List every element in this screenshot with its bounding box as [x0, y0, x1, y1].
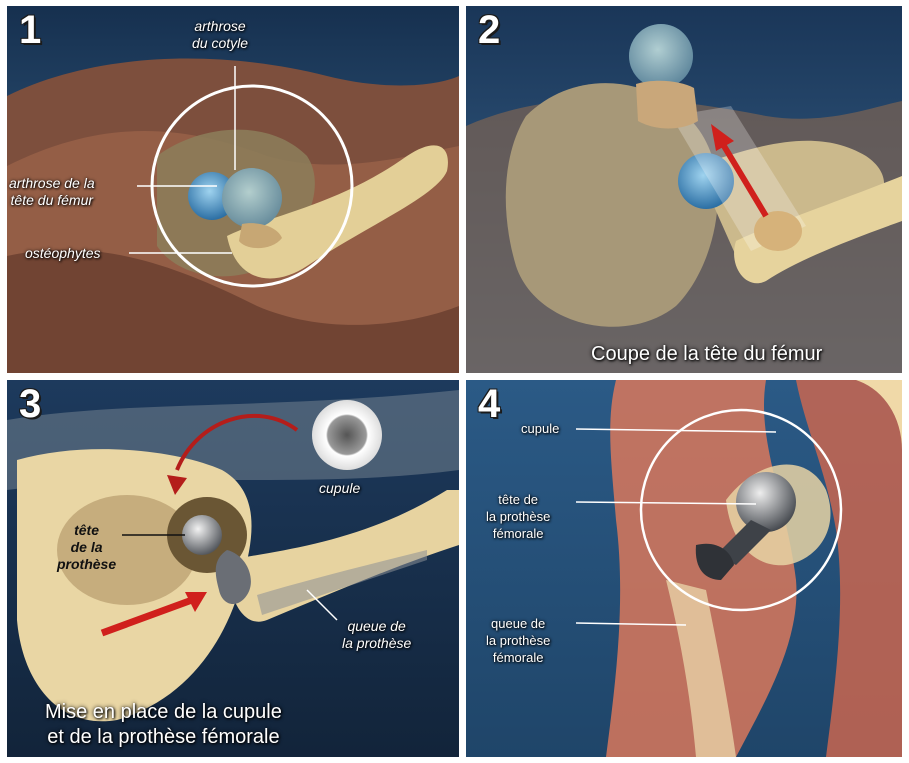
panel-4-number: 4 — [478, 382, 500, 427]
label-queue-prothese-femorale: queue de la prothèse fémorale — [486, 615, 550, 666]
label-line: de la — [57, 539, 116, 556]
panel-4: 4 cupule tête de la prothèse fémorale qu… — [466, 380, 902, 757]
label-line: fémorale — [486, 649, 550, 666]
label-line: prothèse — [57, 556, 116, 573]
label-line: tête du fémur — [9, 192, 95, 209]
label-tete-prothese: tête de la prothèse — [57, 522, 116, 573]
panel-2-number: 2 — [478, 8, 500, 53]
label-line: queue de — [342, 618, 411, 635]
label-osteophytes: ostéophytes — [25, 245, 101, 262]
panel-2-caption: Coupe de la tête du fémur — [591, 342, 822, 367]
panel-1-number: 1 — [19, 8, 41, 53]
panel-2: 2 Coupe de la tête du fémur — [466, 6, 902, 373]
label-line: arthrose — [192, 18, 248, 35]
label-cupule-4: cupule — [521, 420, 559, 437]
label-line: tête — [57, 522, 116, 539]
caption-line: et de la prothèse fémorale — [45, 725, 282, 750]
panel-3-number: 3 — [19, 382, 41, 427]
label-line: la prothèse — [342, 635, 411, 652]
panel-1: 1 arthrose du cotyle arthrose de la tête… — [7, 6, 459, 373]
label-line: queue de — [486, 615, 550, 632]
label-cupule: cupule — [319, 480, 360, 497]
label-line: fémorale — [486, 525, 550, 542]
label-line: arthrose de la — [9, 175, 95, 192]
label-line: tête de — [486, 491, 550, 508]
caption-line: Mise en place de la cupule — [45, 700, 282, 725]
label-tete-prothese-femorale: tête de la prothèse fémorale — [486, 491, 550, 542]
label-arthrose-tete-femur: arthrose de la tête du fémur — [9, 175, 95, 209]
label-line: la prothèse — [486, 632, 550, 649]
label-line: la prothèse — [486, 508, 550, 525]
panel-2-illustration — [466, 6, 902, 373]
panel-3: 3 cupule tête de la prothèse queue de la… — [7, 380, 459, 757]
label-queue-prothese: queue de la prothèse — [342, 618, 411, 652]
label-arthrose-cotyle: arthrose du cotyle — [192, 18, 248, 52]
panel-3-caption: Mise en place de la cupule et de la prot… — [45, 700, 282, 750]
label-line: du cotyle — [192, 35, 248, 52]
